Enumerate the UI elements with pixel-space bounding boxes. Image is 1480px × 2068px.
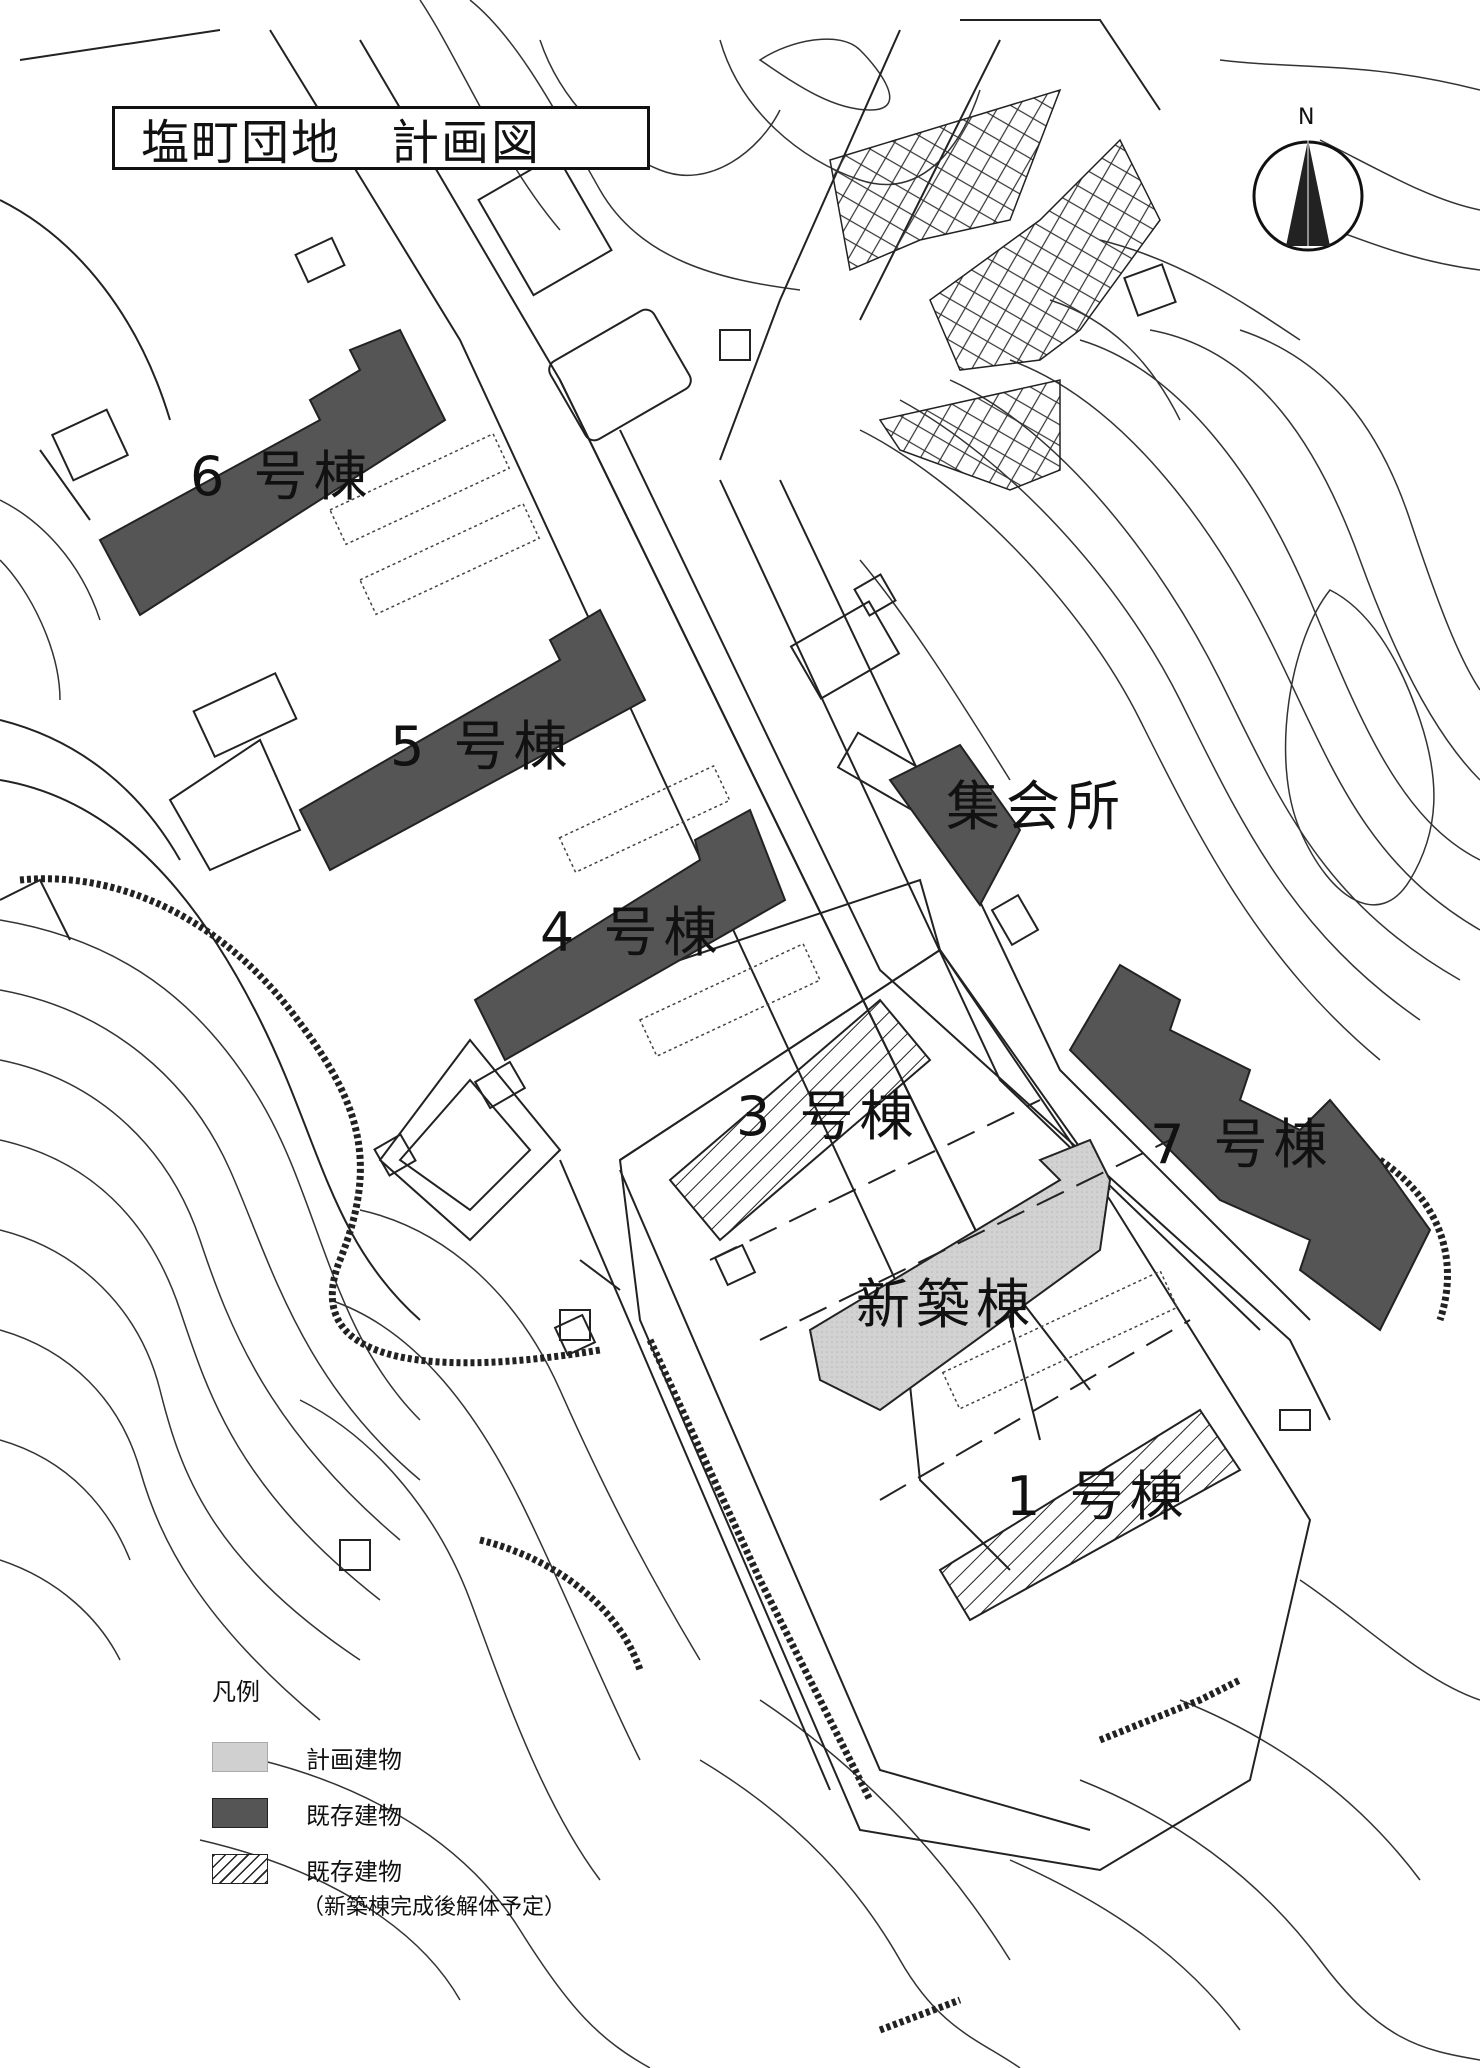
roads <box>0 19 1331 1831</box>
building-1 <box>938 1408 1242 1622</box>
building-6 <box>98 328 447 617</box>
planned-building <box>808 1138 1112 1412</box>
legend: 凡例 計画建物 既存建物 既存建物 （新築棟完成後解体予定） <box>212 1672 632 1921</box>
parking-bays <box>328 432 1179 1410</box>
demolish-buildings <box>668 998 1242 1622</box>
building-4 <box>473 808 787 1062</box>
existing-buildings <box>98 328 1432 1332</box>
site-divider-lines <box>709 1099 1191 1501</box>
label-building-7: 7 号棟 <box>1150 1113 1334 1176</box>
label-building-3: 3 号棟 <box>736 1085 920 1148</box>
north-letter: N <box>1298 105 1314 130</box>
building-5 <box>298 608 647 872</box>
label-building-5: 5 号棟 <box>390 715 574 778</box>
label-new-building: 新築棟 <box>856 1273 1036 1336</box>
label-community-hall: 集会所 <box>946 775 1126 838</box>
label-building-1: 1 号棟 <box>1006 1465 1190 1528</box>
legend-demolish-label: 既存建物 <box>306 1857 402 1886</box>
legend-heading: 凡例 <box>212 1678 260 1706</box>
north-arrow-icon: N <box>1252 105 1364 252</box>
building-3 <box>668 998 932 1242</box>
retaining-walls <box>19 875 1451 2034</box>
legend-planned-label: 計画建物 <box>306 1745 402 1774</box>
legend-existing-label: 既存建物 <box>306 1801 402 1830</box>
label-building-6: 6 号棟 <box>190 445 374 508</box>
page-title: 塩町団地 計画図 <box>141 115 542 171</box>
building-7 <box>1068 963 1432 1332</box>
planned-swatch <box>212 1742 268 1772</box>
lot-outlines <box>0 153 1312 1872</box>
slope-areas <box>829 88 1161 491</box>
demolish-swatch <box>212 1854 268 1884</box>
label-building-4: 4 号棟 <box>540 901 724 964</box>
community-hall <box>888 743 1022 907</box>
legend-row-existing: 既存建物 <box>212 1785 632 1841</box>
legend-row-demolish: 既存建物 <box>212 1841 632 1897</box>
existing-swatch <box>212 1798 268 1828</box>
legend-demolish-note: （新築棟完成後解体予定） <box>302 1895 567 1920</box>
map-title-box: 塩町団地 計画図 <box>112 106 650 171</box>
new-building <box>808 1138 1112 1412</box>
legend-row-planned: 計画建物 <box>212 1729 632 1785</box>
